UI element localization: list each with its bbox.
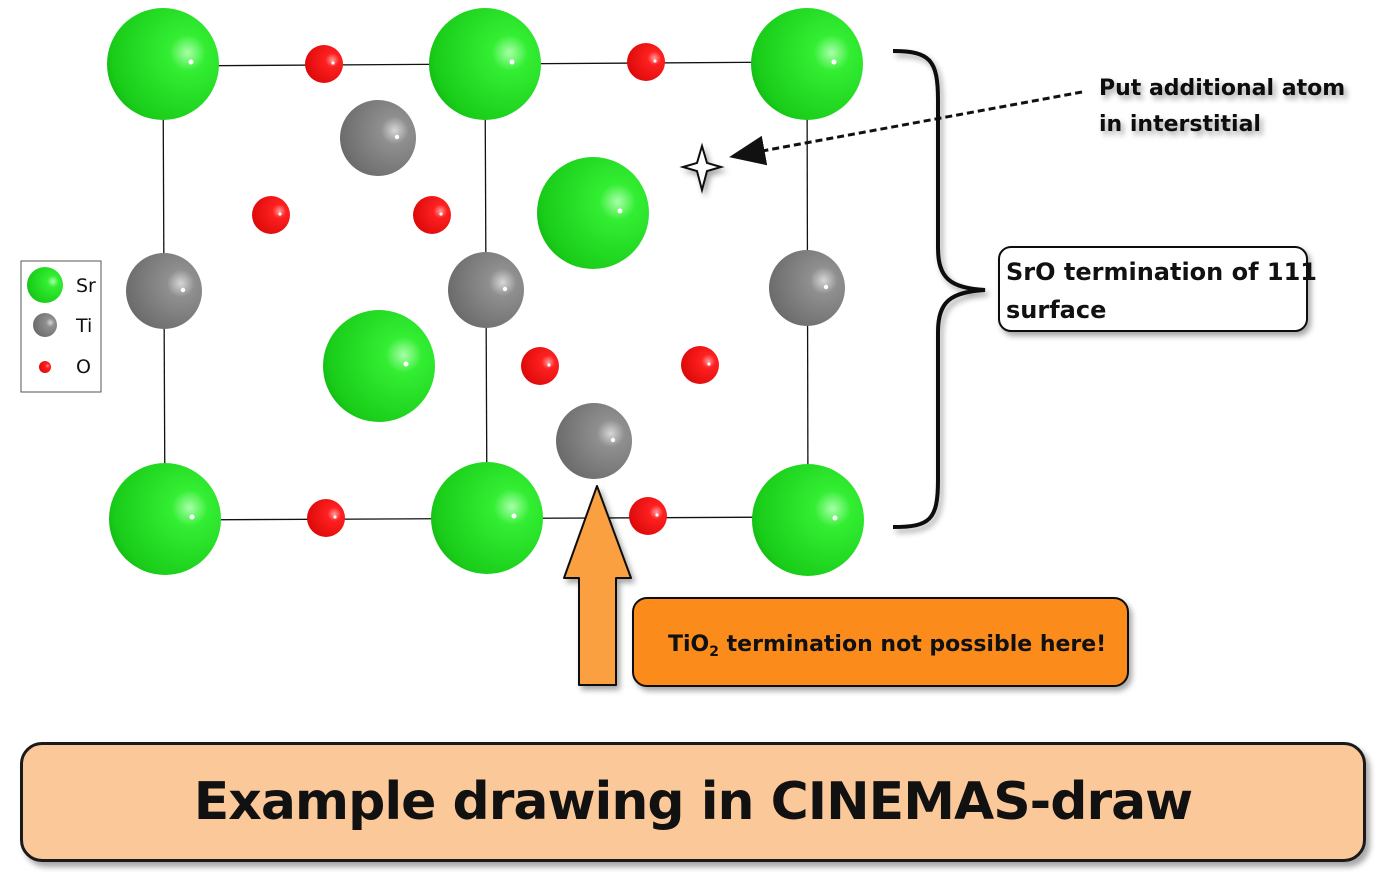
ti-atom	[126, 253, 202, 329]
sr-atom	[323, 310, 435, 422]
legend: Sr Ti O	[20, 260, 102, 393]
legend-o-label: O	[76, 356, 91, 378]
ti-atom	[556, 403, 632, 479]
layer-brace	[892, 49, 986, 529]
o-atom	[252, 196, 290, 234]
legend-ti-label: Ti	[75, 315, 92, 337]
legend-o-swatch	[39, 361, 51, 373]
ti-atom	[448, 252, 524, 328]
tio2-callout-text: TiO2 termination not possible here!	[668, 632, 1106, 660]
atom-highlights	[180, 59, 838, 521]
legend-ti-swatch	[33, 313, 57, 337]
atoms	[107, 8, 864, 576]
interstitial-star-icon	[679, 142, 725, 194]
sr-atom	[109, 463, 221, 575]
o-atom	[413, 196, 451, 234]
o-atom	[307, 499, 345, 537]
o-atom	[305, 45, 343, 83]
interstitial-label-line1: Put additional atom	[1099, 76, 1345, 101]
legend-sr-label: Sr	[76, 275, 96, 297]
legend-sr-swatch	[27, 267, 63, 303]
ti-atom	[769, 250, 845, 326]
ti-atom	[340, 100, 416, 176]
sr-atom	[752, 464, 864, 576]
o-atom	[627, 43, 665, 81]
tio2-arrow	[563, 485, 632, 686]
sr-atom	[537, 157, 649, 269]
sr-atom	[431, 462, 543, 574]
sr-atom	[429, 8, 541, 120]
sr-atom	[751, 8, 863, 120]
sro-callout-box	[998, 246, 1308, 332]
interstitial-label-line2: in interstitial	[1099, 112, 1261, 137]
interstitial-arrow	[729, 90, 1083, 166]
sro-callout-line2: surface	[1006, 296, 1106, 324]
page-title: Example drawing in CINEMAS-draw	[193, 772, 1193, 832]
o-atom	[681, 346, 719, 384]
crystal-diagram: Sr Ti O Put additional atom in interstit…	[20, 8, 1345, 687]
title-banner: Example drawing in CINEMAS-draw	[20, 742, 1366, 862]
o-atom	[521, 347, 559, 385]
o-atom	[629, 497, 667, 535]
sr-atom	[107, 8, 219, 120]
tio2-callout-box	[632, 597, 1129, 687]
sro-callout-line1: SrO termination of 111	[1006, 258, 1317, 286]
